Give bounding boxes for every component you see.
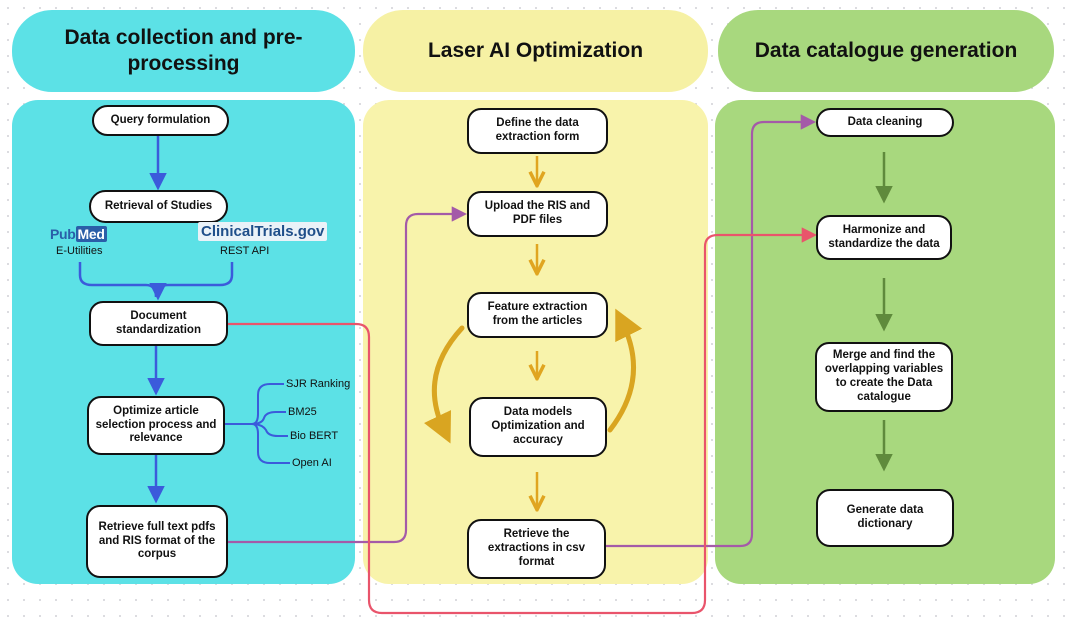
connector-retrieve-to-upload (228, 206, 468, 544)
clinicaltrials-logo: ClinicalTrials.gov (198, 222, 328, 241)
header-label: Laser AI Optimization (427, 38, 644, 62)
node-label: Upload the RIS and PDF files (484, 200, 591, 226)
header-label: Data collection and pre-processing (64, 25, 303, 75)
cycle-arrow-left (423, 325, 465, 444)
header-data-collection: Data collection and pre-processing (12, 10, 355, 92)
node-define-extraction-form: Define the data extraction form (467, 108, 608, 154)
node-retrieve-csv: Retrieve the extractions in csv format (467, 519, 606, 579)
node-label: Retrieve full text pdfs and RIS format o… (98, 520, 216, 561)
clinicaltrials-rest-api-label: REST API (220, 245, 270, 257)
node-document-standardization: Document standardization (89, 301, 228, 346)
node-merge-overlapping: Merge and find the overlapping variables… (815, 342, 953, 412)
header-label: Data catalogue generation (754, 38, 1018, 62)
node-upload-ris-pdf: Upload the RIS and PDF files (467, 191, 608, 237)
connector-standardization-to-harmonize (228, 227, 818, 615)
method-bio-bert: Bio BERT (290, 430, 339, 442)
pubmed-logo-med: Med (75, 226, 107, 242)
header-data-catalogue: Data catalogue generation (718, 10, 1054, 92)
method-open-ai: Open AI (292, 457, 332, 469)
node-label: Data models Optimization and accuracy (491, 406, 585, 446)
node-label: Optimize article selection process and r… (95, 404, 217, 445)
node-data-models-optimization: Data models Optimization and accuracy (469, 397, 607, 457)
method-sjr-ranking: SJR Ranking (286, 378, 351, 390)
pubmed-logo-pub: Pub (50, 226, 76, 242)
node-label: Retrieval of Studies (104, 199, 213, 212)
node-label: Merge and find the overlapping variables… (824, 349, 944, 403)
arrow-pubmed-standardization (78, 262, 158, 298)
method-bm25: BM25 (288, 406, 317, 418)
arrow-ct-standardization (149, 262, 234, 301)
node-label: Generate data dictionary (846, 504, 924, 530)
node-optimize-article-selection: Optimize article selection process and r… (87, 396, 225, 455)
node-label: Query formulation (110, 113, 211, 126)
node-label: Retrieve the extractions in csv format (487, 528, 586, 568)
node-label: Harmonize and standardize the data (828, 223, 940, 250)
node-retrieval-of-studies: Retrieval of Studies (89, 190, 228, 223)
node-label: Feature extraction from the articles (487, 301, 588, 327)
node-feature-extraction: Feature extraction from the articles (467, 292, 608, 338)
cycle-arrow-right (607, 308, 643, 433)
node-query-formulation: Query formulation (92, 105, 229, 136)
header-laser-ai: Laser AI Optimization (363, 10, 708, 92)
node-data-cleaning: Data cleaning (816, 108, 954, 137)
pubmed-e-utilities-label: E-Utilities (56, 245, 103, 257)
node-retrieve-full-text: Retrieve full text pdfs and RIS format o… (86, 505, 228, 578)
node-label: Data cleaning (847, 115, 923, 128)
node-label: Document standardization (116, 309, 201, 336)
node-harmonize-standardize: Harmonize and standardize the data (816, 215, 952, 260)
node-generate-dictionary: Generate data dictionary (816, 489, 954, 547)
node-label: Define the data extraction form (495, 117, 580, 143)
connector-csv-to-cleaning (606, 114, 817, 548)
